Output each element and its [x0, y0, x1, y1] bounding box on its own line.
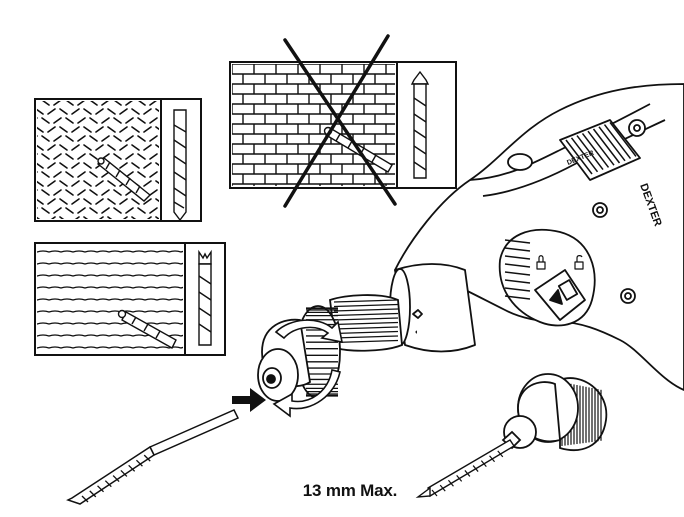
max-chuck-capacity-label: 13 mm Max. — [302, 481, 398, 500]
drill-bit-long — [66, 409, 240, 505]
unlock-icon — [574, 255, 584, 270]
svg-text:◖: ◖ — [414, 329, 418, 336]
top-vent: DEXTER — [559, 119, 641, 181]
metal-drilling-bit — [96, 157, 152, 202]
lock-icon — [536, 255, 546, 270]
masonry-drill-bit-icon — [410, 70, 430, 179]
metal-drill-bit-icon — [173, 109, 187, 222]
wood-drill-bit-icon — [198, 249, 212, 346]
brick-panel — [229, 34, 457, 208]
wood-drilling-bit — [117, 309, 177, 349]
rotation-arrows-icon — [272, 319, 344, 418]
cross-out-icon — [283, 34, 397, 208]
metal-panel — [34, 98, 202, 222]
keyless-chuck — [257, 294, 403, 418]
arrow-right-icon — [232, 388, 266, 412]
metal-tread-plate-texture — [37, 101, 159, 219]
chuck-with-bit — [415, 373, 608, 498]
wood-panel — [34, 242, 226, 356]
